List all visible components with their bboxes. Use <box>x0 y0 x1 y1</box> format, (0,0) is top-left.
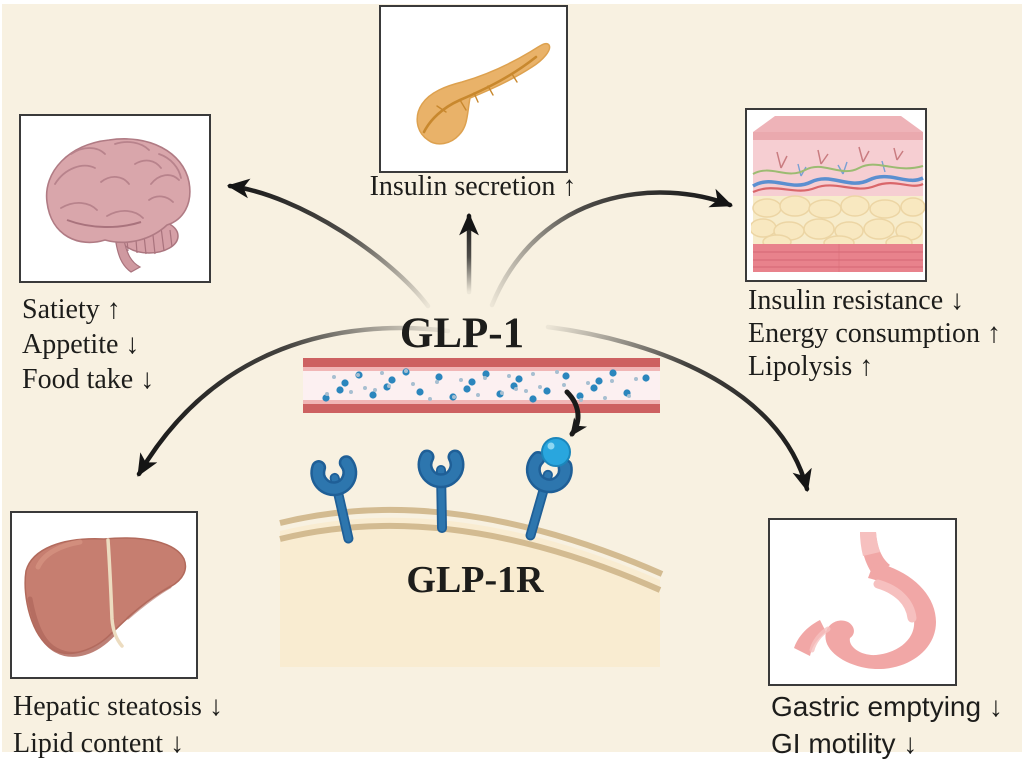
glp1-molecules <box>322 368 650 403</box>
liver-label: Hepatic steatosis ↓ Lipid content ↓ <box>13 688 223 760</box>
adipose-tissue-box <box>745 108 927 282</box>
arrow-to-brain <box>226 178 431 309</box>
adipose-label: Insulin resistance ↓ Energy consumption … <box>748 284 1001 383</box>
brain-box <box>19 114 211 283</box>
adipose-tissue-illustration <box>751 116 925 272</box>
glp1-title: GLP-1 <box>399 310 525 357</box>
stomach-box <box>768 518 957 686</box>
pancreas-label: Insulin secretion ↑ <box>303 169 643 204</box>
brain-label: Satiety ↑ Appetite ↓ Food take ↓ <box>22 292 154 397</box>
blood-vessel <box>303 358 660 413</box>
glp1-ligand-ball <box>541 437 571 467</box>
glp1-receptor-1 <box>310 455 358 544</box>
glp1r-title: GLP-1R <box>406 559 544 601</box>
pancreas-illustration <box>416 42 551 145</box>
target-cell <box>279 506 664 667</box>
brain-label-line: Food take ↓ <box>22 364 155 395</box>
arrow-to-adipose <box>489 188 733 308</box>
cell-membrane-outer-line <box>279 506 664 577</box>
arrow-binding <box>564 389 588 437</box>
liver-box <box>10 511 198 679</box>
stomach-label: Gastric emptying ↓ GI motility ↓ <box>771 688 1003 760</box>
pancreas-label-line: Insulin secretion ↑ <box>369 171 577 202</box>
glp1-receptor-2 <box>417 449 465 533</box>
liver-label-line: Hepatic steatosis ↓ <box>13 691 223 722</box>
glp1-receptor-3 <box>525 450 573 541</box>
brain-label-line: Satiety ↑ <box>22 294 121 325</box>
adipose-label-line: Insulin resistance ↓ <box>748 285 965 316</box>
arrow-to-liver <box>136 325 451 477</box>
stomach-label-line: GI motility ↓ <box>771 728 918 759</box>
adipose-label-line: Lipolysis ↑ <box>748 351 874 382</box>
brain-illustration <box>45 138 191 273</box>
liver-illustration <box>24 537 187 657</box>
liver-label-line: Lipid content ↓ <box>13 728 185 759</box>
adipose-label-line: Energy consumption ↑ <box>748 318 1002 349</box>
stomach-label-line: Gastric emptying ↓ <box>771 691 1003 722</box>
pancreas-box <box>379 5 568 173</box>
arrow-to-stomach <box>545 324 812 493</box>
brain-label-line: Appetite ↓ <box>22 329 140 360</box>
cell-membrane-inner-line <box>279 522 662 593</box>
stomach-illustration <box>794 532 936 670</box>
